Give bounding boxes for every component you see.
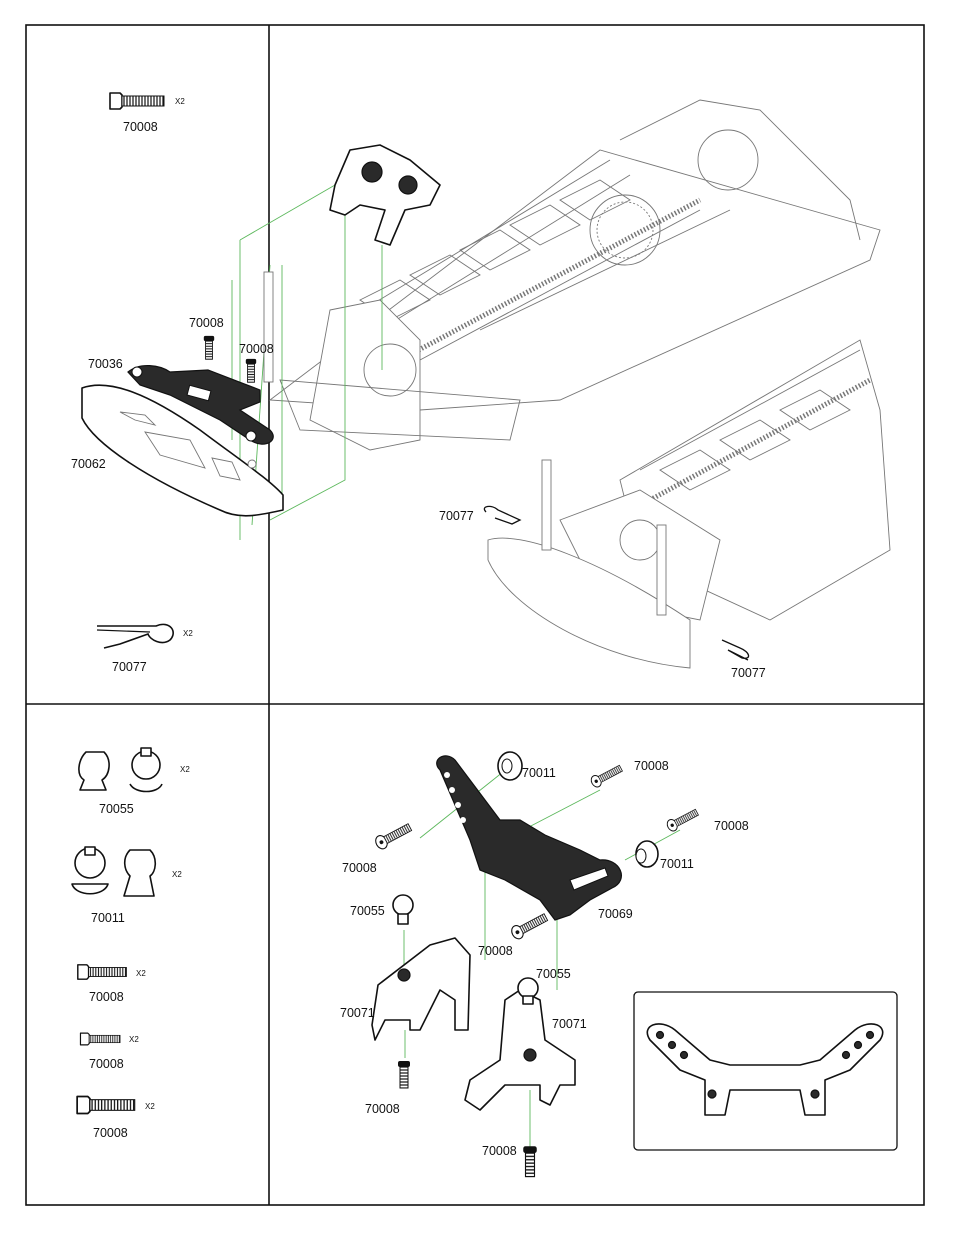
callout-70062: 70062 [71, 457, 106, 471]
callout-70008: 70008 [478, 944, 513, 958]
inset-assembled-shock-tower [646, 1023, 884, 1116]
qty-label: X2 [145, 1102, 155, 1111]
ball-icon-70011 [71, 846, 157, 897]
screw-icon-70008-a [77, 963, 128, 981]
shock-tower-70069 [436, 755, 622, 921]
callout-70069: 70069 [598, 907, 633, 921]
callout-70008: 70008 [634, 759, 669, 773]
front-upper-bulkhead [329, 144, 441, 246]
qty-label: X2 [172, 870, 182, 879]
shock-mount-right-70071 [464, 989, 576, 1111]
body-post-left [263, 271, 274, 383]
part-number-label: 70055 [99, 802, 134, 816]
parts-box-bottom: X2 70055 X2 70011 X2 70008 X2 70008 X2 7… [71, 747, 190, 1140]
screw-70008-bottom-mid [522, 1145, 538, 1178]
bumper-brace-70036 [127, 365, 274, 445]
ball-stud-70055-right [517, 977, 539, 1005]
ball-70011-top [497, 751, 523, 781]
chassis-illustration-upper [268, 99, 881, 451]
bumper-70062 [81, 384, 284, 517]
part-number-label: 70008 [89, 1057, 124, 1071]
small-screw-70008-left [203, 335, 215, 360]
screw-70008-bottom-left [397, 1060, 411, 1089]
ball-stud-icon-70055 [78, 747, 163, 793]
body-clip-left [483, 505, 522, 525]
callout-70011: 70011 [522, 766, 556, 780]
small-screw-70008-right [245, 358, 257, 383]
part-number-label: 70008 [93, 1126, 128, 1140]
chassis-illustration-lower [487, 339, 891, 669]
shock-mount-left-70071 [371, 937, 471, 1041]
screw-70008-left [372, 820, 414, 852]
qty-label: X2 [136, 969, 146, 978]
callout-70077: 70077 [439, 509, 474, 523]
callout-70055: 70055 [536, 967, 571, 981]
ball-stud-70055-left [392, 894, 414, 925]
qty-label: X2 [183, 629, 193, 638]
part-number-label: 70011 [91, 911, 125, 925]
page-frame [25, 24, 925, 1206]
part-number-label: 70008 [123, 120, 158, 134]
callout-70008: 70008 [342, 861, 377, 875]
screw-70008-top-right [588, 762, 625, 790]
parts-box-top: X2 70008 X2 70077 [96, 92, 193, 674]
screw-70008-mid [508, 910, 550, 942]
screw-icon-70008 [109, 92, 165, 110]
screw-icon-70008-c [76, 1095, 136, 1115]
callout-70008: 70008 [239, 342, 274, 356]
inset-box [633, 991, 898, 1151]
callout-70011: 70011 [660, 857, 694, 871]
screw-70008-right [664, 806, 701, 834]
callout-70008: 70008 [189, 316, 224, 330]
body-clip-right [721, 639, 750, 661]
qty-label: X2 [175, 97, 185, 106]
callout-70071: 70071 [552, 1017, 587, 1031]
callout-70071: 70071 [340, 1006, 375, 1020]
ball-70011-right [635, 840, 659, 868]
body-clip-icon [96, 623, 174, 649]
part-number-label: 70008 [89, 990, 124, 1004]
screw-icon-70008-b [79, 1032, 121, 1046]
qty-label: X2 [129, 1035, 139, 1044]
callout-70036: 70036 [88, 357, 123, 371]
callout-70077: 70077 [731, 666, 766, 680]
part-number-label: 70077 [112, 660, 147, 674]
callout-70055: 70055 [350, 904, 385, 918]
callout-70008: 70008 [365, 1102, 400, 1116]
callout-70008: 70008 [482, 1144, 517, 1158]
qty-label: X2 [180, 765, 190, 774]
callout-70008: 70008 [714, 819, 749, 833]
